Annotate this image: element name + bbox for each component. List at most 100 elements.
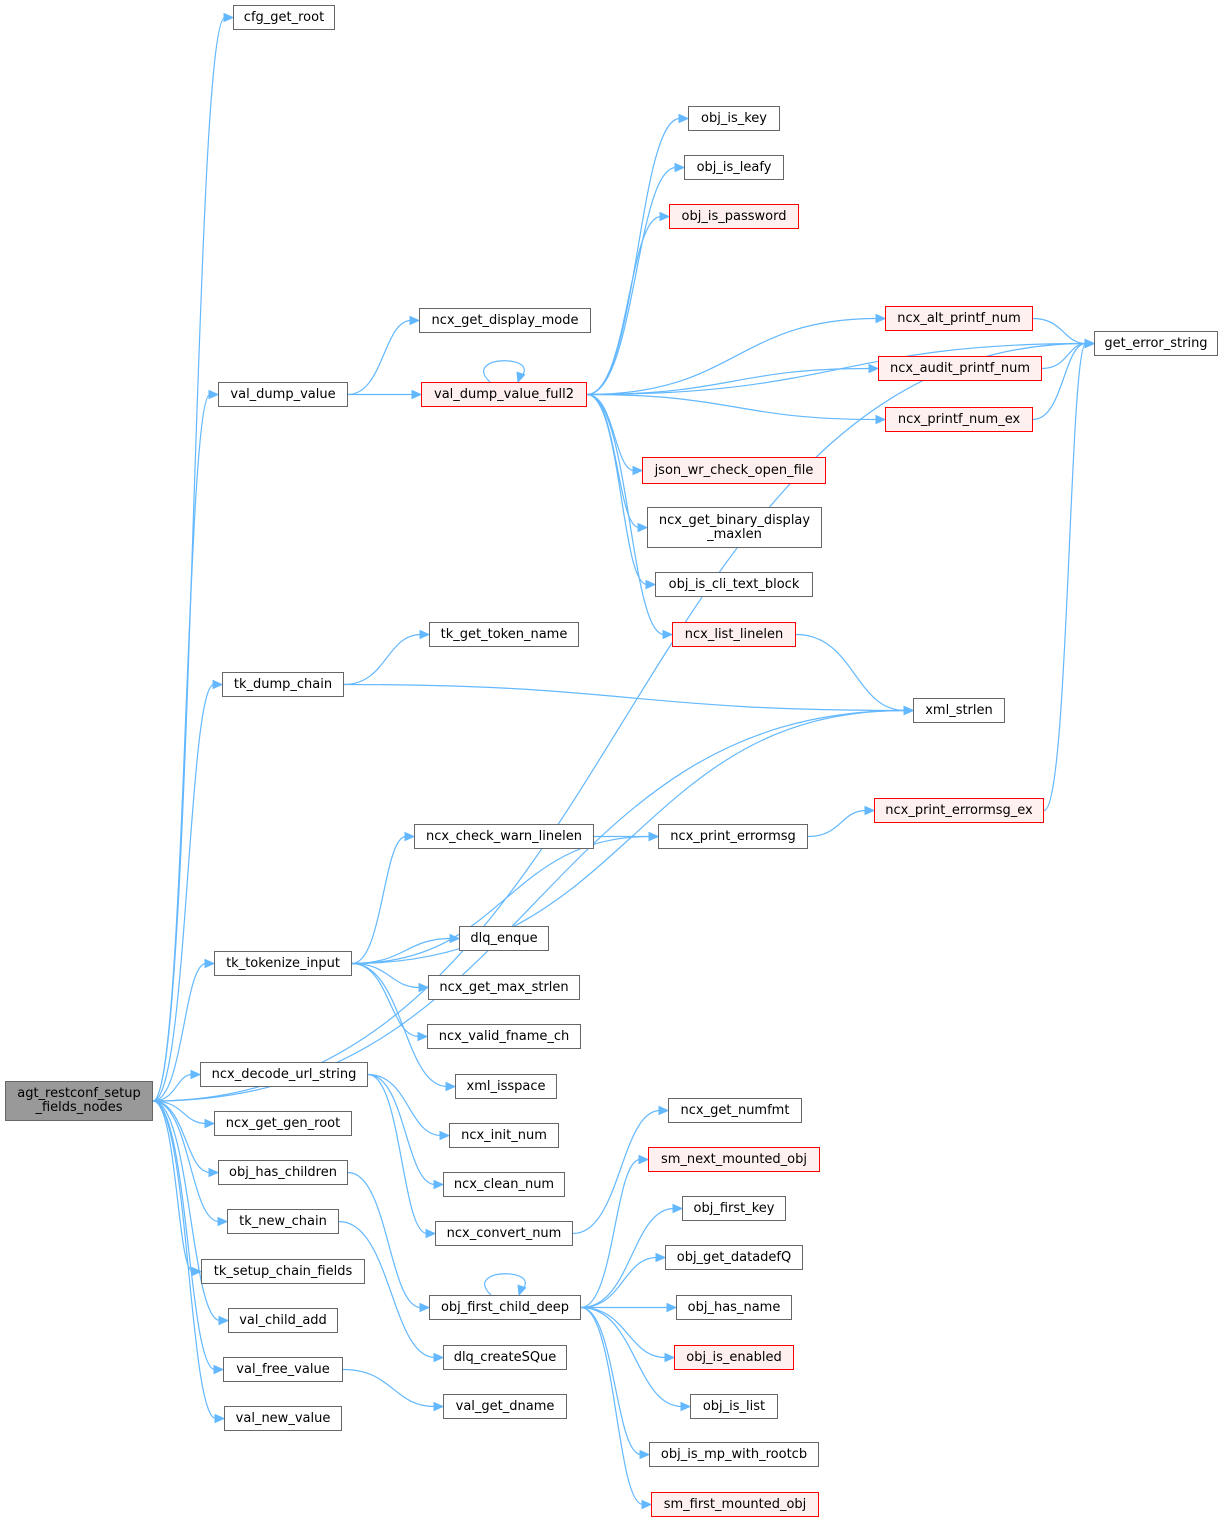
edge-root-tk_tokenize_input	[152, 958, 216, 1102]
node-ncx-print-errormsg-ex[interactable]: ncx_print_errormsg_ex	[874, 798, 1044, 823]
node-xml-isspace[interactable]: xml_isspace	[455, 1074, 557, 1099]
node-tk-tokenize-input[interactable]: tk_tokenize_input	[214, 951, 352, 976]
edge-obj_first_child_deep-obj_is_list	[580, 1306, 692, 1412]
node-tk-dump-chain[interactable]: tk_dump_chain	[222, 672, 344, 697]
node-ncx-get-binary-display-maxlen[interactable]: ncx_get_binary_display _maxlen	[647, 507, 822, 548]
edge-val_dump_value_full2-ncx_printf_num_ex	[586, 393, 887, 425]
edge-root-ncx_decode_url_string	[152, 1069, 202, 1102]
node-ncx-list-linelen[interactable]: ncx_list_linelen	[672, 622, 796, 647]
edge-root-tk_dump_chain	[152, 679, 224, 1102]
node-obj-get-datadefq[interactable]: obj_get_datadefQ	[665, 1245, 803, 1270]
edge-root-val_new_value	[152, 1100, 226, 1424]
node-ncx-get-max-strlen[interactable]: ncx_get_max_strlen	[428, 975, 580, 1000]
node-obj-first-key[interactable]: obj_first_key	[682, 1196, 786, 1221]
node-val-dump-value-full2[interactable]: val_dump_value_full2	[421, 382, 587, 407]
node-obj-is-enabled[interactable]: obj_is_enabled	[674, 1345, 794, 1370]
node-xml-strlen[interactable]: xml_strlen	[913, 698, 1005, 723]
edge-obj_first_child_deep-obj_has_name	[581, 1302, 678, 1313]
node-dlq-enque[interactable]: dlq_enque	[459, 926, 549, 951]
edge-ncx_decode_url_string-ncx_convert_num	[367, 1073, 437, 1239]
node-ncx-printf-num-ex[interactable]: ncx_printf_num_ex	[885, 407, 1033, 432]
node-obj-is-leafy[interactable]: obj_is_leafy	[684, 155, 784, 180]
node-obj-is-mp-with-rootcb[interactable]: obj_is_mp_with_rootcb	[649, 1442, 819, 1467]
node-sm-first-mounted-obj[interactable]: sm_first_mounted_obj	[651, 1492, 819, 1517]
edge-val_dump_value_full2-obj_is_key	[586, 113, 690, 396]
node-val-get-dname[interactable]: val_get_dname	[443, 1394, 567, 1419]
node-ncx-get-display-mode[interactable]: ncx_get_display_mode	[419, 308, 591, 333]
node-val-new-value[interactable]: val_new_value	[224, 1406, 342, 1431]
node-obj-has-children[interactable]: obj_has_children	[218, 1160, 348, 1185]
edge-ncx_decode_url_string-ncx_init_num	[367, 1073, 451, 1141]
node-ncx-audit-printf-num[interactable]: ncx_audit_printf_num	[878, 356, 1042, 381]
edge-tk_tokenize_input-ncx_check_warn_linelen	[351, 831, 416, 965]
node-tk-setup-chain-fields[interactable]: tk_setup_chain_fields	[201, 1259, 365, 1284]
node-ncx-print-errormsg[interactable]: ncx_print_errormsg	[658, 824, 808, 849]
node-obj-is-list[interactable]: obj_is_list	[690, 1394, 778, 1419]
edge-obj_first_child_deep-sm_next_mounted_obj	[580, 1154, 650, 1309]
node-ncx-init-num[interactable]: ncx_init_num	[449, 1123, 559, 1148]
node-tk-new-chain[interactable]: tk_new_chain	[227, 1209, 339, 1234]
node-ncx-convert-num[interactable]: ncx_convert_num	[435, 1221, 573, 1246]
edge-tk_tokenize_input-xml_isspace	[351, 962, 457, 1092]
edge-val_dump_value_full2-ncx_audit_printf_num	[586, 363, 880, 396]
edge-val_dump_value_full2-val_dump_value_full2	[483, 360, 526, 384]
edge-ncx_decode_url_string-ncx_clean_num	[367, 1073, 445, 1190]
edge-ncx_print_errormsg-ncx_print_errormsg_ex	[807, 805, 876, 838]
edge-obj_first_child_deep-obj_first_key	[580, 1203, 684, 1309]
edge-obj_first_child_deep-obj_first_child_deep	[484, 1273, 527, 1297]
node-obj-is-key[interactable]: obj_is_key	[688, 106, 780, 131]
node-ncx-check-warn-linelen[interactable]: ncx_check_warn_linelen	[414, 824, 594, 849]
node-ncx-decode-url-string[interactable]: ncx_decode_url_string	[200, 1062, 368, 1087]
node-val-free-value[interactable]: val_free_value	[223, 1357, 343, 1382]
edge-obj_has_children-obj_first_child_deep	[347, 1171, 431, 1313]
edge-tk_new_chain-dlq_createSQue	[338, 1220, 445, 1363]
edge-obj_first_child_deep-obj_get_datadefQ	[580, 1252, 667, 1309]
edge-tk_tokenize_input-ncx_valid_fname_ch	[351, 962, 429, 1042]
edge-tk_dump_chain-xml_strlen	[343, 683, 915, 716]
node-val-child-add[interactable]: val_child_add	[228, 1308, 338, 1333]
edge-ncx_list_linelen-xml_strlen	[795, 633, 915, 716]
node-ncx-clean-num[interactable]: ncx_clean_num	[443, 1172, 565, 1197]
node-obj-has-name[interactable]: obj_has_name	[676, 1295, 792, 1320]
node-obj-is-cli-text-block[interactable]: obj_is_cli_text_block	[655, 572, 813, 597]
edge-val_dump_value_full2-ncx_alt_printf_num	[586, 313, 887, 396]
edge-val_dump_value_full2-ncx_get_binary_display_maxlen	[586, 393, 649, 533]
edge-root-ncx_get_gen_root	[152, 1100, 216, 1129]
edge-root-val_free_value	[152, 1100, 225, 1375]
edge-ncx_printf_num_ex-get_error_string	[1032, 338, 1096, 421]
edge-root-tk_new_chain	[152, 1100, 229, 1227]
edge-root-val_child_add	[152, 1100, 230, 1326]
node-ncx-get-numfmt[interactable]: ncx_get_numfmt	[668, 1098, 802, 1123]
node-get-error-string[interactable]: get_error_string	[1094, 331, 1218, 356]
edge-root-tk_setup_chain_fields	[152, 1100, 203, 1277]
edge-val_dump_value_full2-ncx_list_linelen	[586, 393, 674, 640]
node-ncx-alt-printf-num[interactable]: ncx_alt_printf_num	[885, 306, 1033, 331]
edge-val_dump_value_full2-obj_is_cli_text_block	[586, 393, 657, 590]
node-json-wr-check-open-file[interactable]: json_wr_check_open_file	[642, 457, 826, 484]
node-dlq-createsque[interactable]: dlq_createSQue	[443, 1345, 567, 1370]
edge-val_dump_value-val_dump_value_full2	[347, 389, 423, 400]
node-obj-first-child-deep[interactable]: obj_first_child_deep	[429, 1295, 581, 1320]
edge-root-val_dump_value	[152, 389, 220, 1102]
edge-ncx_check_warn_linelen-ncx_print_errormsg	[594, 831, 660, 842]
edge-val_dump_value-ncx_get_display_mode	[347, 315, 421, 396]
root-node: agt_restconf_setup _fields_nodes	[5, 1081, 153, 1121]
node-ncx-get-gen-root[interactable]: ncx_get_gen_root	[214, 1111, 352, 1136]
edge-val_free_value-val_get_dname	[342, 1368, 445, 1412]
node-tk-get-token-name[interactable]: tk_get_token_name	[429, 622, 579, 647]
edge-val_dump_value_full2-json_wr_check_open_file	[586, 393, 644, 476]
edge-ncx_convert_num-ncx_get_numfmt	[572, 1105, 670, 1235]
node-ncx-valid-fname-ch[interactable]: ncx_valid_fname_ch	[427, 1024, 581, 1049]
node-val-dump-value[interactable]: val_dump_value	[218, 382, 348, 407]
node-obj-is-password[interactable]: obj_is_password	[669, 204, 799, 229]
edge-val_dump_value_full2-obj_is_password	[586, 211, 671, 396]
node-cfg-get-root[interactable]: cfg_get_root	[233, 5, 335, 30]
node-sm-next-mounted-obj[interactable]: sm_next_mounted_obj	[648, 1147, 820, 1172]
edge-tk_dump_chain-tk_get_token_name	[343, 629, 431, 686]
edge-val_dump_value_full2-obj_is_leafy	[586, 162, 686, 396]
edge-obj_first_child_deep-obj_is_mp_with_rootcb	[580, 1306, 651, 1460]
edge-obj_first_child_deep-obj_is_enabled	[580, 1306, 676, 1363]
edge-tk_tokenize_input-ncx_get_max_strlen	[351, 962, 430, 993]
